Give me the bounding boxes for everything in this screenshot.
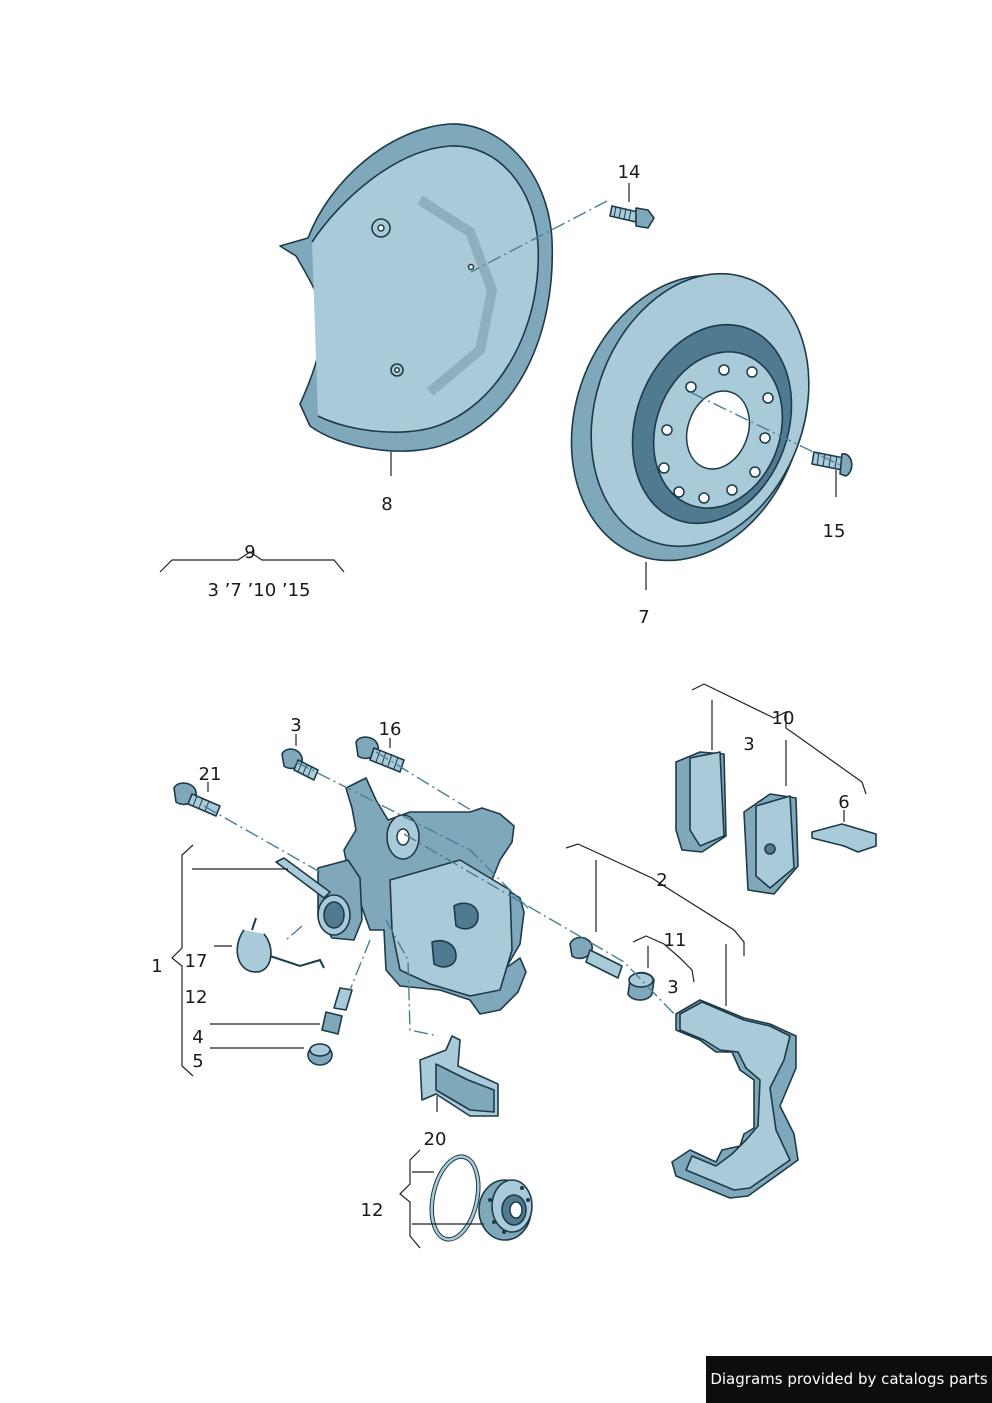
callout-1: 1 bbox=[151, 956, 162, 977]
brake-pad-inner-part[interactable] bbox=[743, 793, 799, 895]
dust-cap-5-part[interactable] bbox=[307, 1043, 333, 1066]
bushing-11-part[interactable] bbox=[627, 971, 655, 1001]
callout-7: 7 bbox=[638, 607, 649, 628]
brake-caliper-part[interactable] bbox=[275, 777, 527, 1015]
caliper-carrier-part[interactable] bbox=[671, 999, 799, 1199]
axis-line bbox=[349, 939, 371, 991]
callout-15: 15 bbox=[823, 521, 846, 542]
callout-6: 6 bbox=[838, 792, 849, 813]
callout-9-subparts: 3 ’7 ’10 ’15 bbox=[207, 580, 310, 601]
callout-12-hub: 12 bbox=[361, 1200, 384, 1221]
callout-2: 2 bbox=[656, 870, 667, 891]
callout-4: 4 bbox=[192, 1027, 203, 1048]
brake-pad-outer-part[interactable] bbox=[675, 751, 727, 853]
callout-16: 16 bbox=[379, 719, 402, 740]
bleed-valve-4-part[interactable] bbox=[321, 987, 353, 1035]
callout-11: 11 bbox=[664, 930, 687, 951]
pad-clip-part[interactable] bbox=[419, 1035, 499, 1117]
axis-line bbox=[295, 761, 529, 909]
axis-line bbox=[691, 392, 843, 467]
callout-5: 5 bbox=[192, 1051, 203, 1072]
spring-17-part[interactable] bbox=[236, 917, 325, 973]
axis-line bbox=[203, 805, 321, 873]
gasket-20-part[interactable] bbox=[425, 1152, 486, 1243]
wheel-hub-12-part[interactable] bbox=[478, 1179, 533, 1241]
guide-pin-2-part[interactable] bbox=[569, 936, 623, 979]
bolt-15-part[interactable] bbox=[811, 451, 853, 477]
axis-line bbox=[403, 833, 681, 1021]
callout-8: 8 bbox=[381, 494, 392, 515]
callout-12-caliper: 12 bbox=[185, 987, 208, 1008]
axis-line bbox=[285, 925, 303, 941]
callout-14: 14 bbox=[618, 162, 641, 183]
callout-3-bolt: 3 bbox=[290, 715, 301, 736]
clip-6-part[interactable] bbox=[811, 823, 877, 853]
callout-9: 9 bbox=[244, 542, 255, 563]
axis-line bbox=[375, 751, 475, 813]
brake-disc-part[interactable] bbox=[533, 242, 846, 593]
callout-21: 21 bbox=[199, 764, 222, 785]
callout-17: 17 bbox=[185, 951, 208, 972]
axis-line bbox=[385, 919, 439, 1037]
axis-line bbox=[470, 200, 608, 273]
brake-shield-part[interactable] bbox=[279, 123, 554, 452]
bolt-3-part[interactable] bbox=[281, 748, 319, 781]
bolt-14-part[interactable] bbox=[609, 205, 655, 229]
attribution-banner: Diagrams provided by catalogs parts bbox=[706, 1356, 992, 1403]
callout-3-pads: 3 bbox=[743, 734, 754, 755]
callout-3-guide: 3 bbox=[667, 977, 678, 998]
callout-10: 10 bbox=[772, 708, 795, 729]
callout-20: 20 bbox=[424, 1129, 447, 1150]
